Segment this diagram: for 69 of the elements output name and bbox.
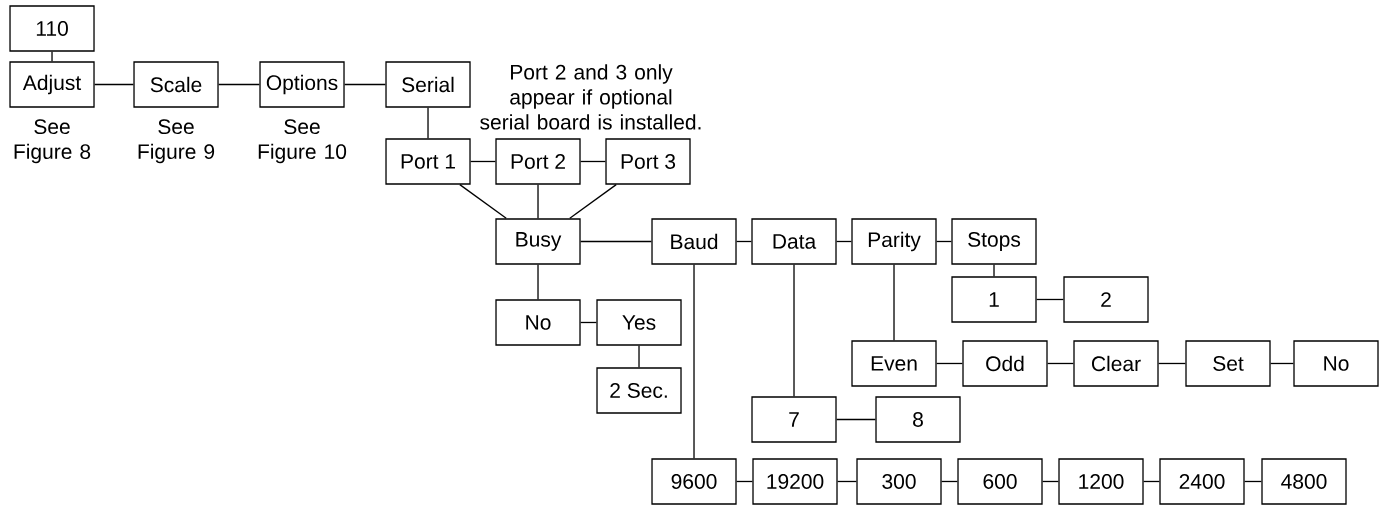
menu-box: 7 (751, 396, 837, 443)
menu-box: Port 1 (385, 138, 471, 185)
menu-box: Baud (651, 218, 737, 265)
menu-box: Yes (596, 299, 682, 346)
menu-box: Set (1185, 340, 1271, 387)
menu-box: Data (751, 218, 837, 265)
connector-line (537, 184, 539, 219)
connector-line (580, 160, 606, 163)
connector-line (537, 264, 539, 300)
connector-line (936, 362, 963, 365)
connector-line (638, 345, 640, 368)
menu-box: 300 (856, 458, 942, 505)
menu-box: Adjust (9, 61, 95, 108)
figure-reference: See Figure 9 (138, 119, 215, 164)
figure-reference: See Figure 8 (14, 119, 91, 164)
menu-box: 110 (9, 5, 95, 52)
connector-line (693, 264, 695, 459)
menu-box: Busy (495, 218, 581, 265)
menu-box: Stops (951, 218, 1037, 265)
connector-line (836, 418, 876, 421)
connector-line (993, 264, 995, 277)
menu-box: No (495, 299, 581, 346)
menu-box: 600 (957, 458, 1043, 505)
menu-box: 2 (1063, 276, 1149, 323)
connector-line (836, 240, 852, 243)
menu-box: Odd (962, 340, 1048, 387)
connector-line (736, 240, 752, 243)
connector-line (1042, 480, 1059, 483)
menu-box: Scale (133, 61, 219, 108)
menu-box: 4800 (1261, 458, 1347, 505)
connector-line (580, 321, 597, 324)
menu-box: Options (259, 61, 345, 108)
connector-line (837, 480, 857, 483)
menu-box: 2 Sec. (596, 367, 682, 414)
connector-line (1036, 298, 1064, 301)
menu-box: 1200 (1058, 458, 1144, 505)
connector-line (893, 264, 895, 341)
menu-box: Port 3 (605, 138, 691, 185)
connector-line (580, 240, 652, 243)
menu-box: No (1293, 340, 1379, 387)
menu-box: 9600 (651, 458, 737, 505)
connector-line (1158, 362, 1186, 365)
connector-line (1143, 480, 1160, 483)
connector-line (1270, 362, 1294, 365)
menu-box: Clear (1073, 340, 1159, 387)
menu-box: Serial (385, 61, 471, 108)
connector-line (569, 184, 617, 219)
connector-line (1244, 480, 1262, 483)
connector-line (459, 184, 507, 219)
connector-line (736, 480, 753, 483)
connector-line (344, 83, 386, 86)
connector-line (470, 160, 496, 163)
connector-line (51, 51, 53, 62)
connector-line (427, 107, 429, 139)
connector-line (218, 83, 260, 86)
menu-box: Even (851, 340, 937, 387)
menu-box: 19200 (752, 458, 838, 505)
menu-box: 8 (875, 396, 961, 443)
connector-line (936, 240, 952, 243)
connector-line (1047, 362, 1074, 365)
figure-reference: See Figure 10 (258, 119, 347, 164)
note-text: Port 2 and 3 only appear if optional serial board is installed. (480, 64, 701, 130)
connector-line (941, 480, 958, 483)
connector-line (94, 83, 134, 86)
menu-box: 1 (951, 276, 1037, 323)
menu-box: Port 2 (495, 138, 581, 185)
menu-box: 2400 (1159, 458, 1245, 505)
connector-line (793, 264, 795, 397)
menu-box: Parity (851, 218, 937, 265)
